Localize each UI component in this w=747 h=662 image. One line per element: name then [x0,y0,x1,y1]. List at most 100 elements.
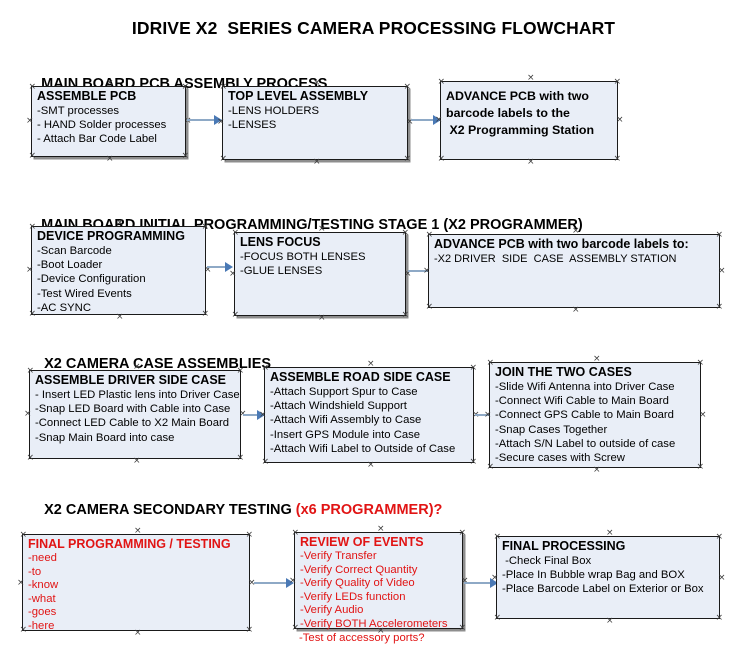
selection-handle[interactable] [718,268,725,275]
process-box-line: -know [28,579,59,592]
arrow-shaft [411,119,434,121]
selection-handle[interactable] [106,156,113,163]
arrow-shaft [475,414,490,416]
process-box-content: REVIEW OF EVENTS -Verify Transfer -Verif… [295,533,462,632]
process-box-title: TOP LEVEL ASSEMBLY [228,89,369,103]
selection-handle[interactable] [367,361,374,368]
process-box-final-programming-testing[interactable]: FINAL PROGRAMMING / TESTING -need -to -k… [22,534,250,634]
process-box-advance-pcb-station[interactable]: ADVANCE PCB with two barcode labels to t… [440,81,618,160]
process-box-assemble-driver-side-case[interactable]: ASSEMBLE DRIVER SIDE CASE - Insert LED P… [29,370,241,459]
process-box-assemble-road-side-case[interactable]: ASSEMBLE ROAD SIDE CASE -Attach Support … [264,367,474,463]
process-box-line: -Place In Bubble wrap Bag and BOX [502,569,685,582]
process-box-line: -Test Wired Events [37,287,132,300]
selection-handle[interactable] [616,117,623,124]
process-box-line: - Insert LED Plastic lens into Driver Ca… [35,389,240,401]
process-box-device-programming[interactable]: DEVICE PROGRAMMING -Scan Barcode -Boot L… [31,226,206,315]
arrow-shaft [254,582,287,584]
process-box-top-level-assembly[interactable]: TOP LEVEL ASSEMBLY -LENS HOLDERS -LENSES [222,86,408,160]
selection-handle[interactable] [593,356,600,363]
selection-handle[interactable] [606,530,613,537]
selection-handle[interactable] [716,615,723,622]
process-box-line: -X2 DRIVER SIDE CASE ASSEMBLY STATION [434,253,677,265]
process-box-title: FINAL PROCESSING [502,539,626,553]
arrow-head-icon [214,115,222,125]
process-box-content: ASSEMBLE DRIVER SIDE CASE - Insert LED P… [30,371,240,445]
section-heading-4-text: X2 CAMERA SECONDARY TESTING [44,502,296,518]
selection-handle[interactable] [426,304,433,311]
process-box-title: ASSEMBLE DRIVER SIDE CASE [35,373,227,387]
connector-arrow [411,115,441,125]
selection-handle[interactable] [220,156,227,163]
process-box-content: LENS FOCUS -FOCUS BOTH LENSES -GLUE LENS… [235,233,405,278]
process-box-line: -Slide Wifi Antenna into Driver Case [495,381,675,393]
selection-handle[interactable] [494,615,501,622]
selection-handle[interactable] [182,153,189,160]
process-box-line: -Connect Wifi Cable to Main Board [495,395,669,408]
selection-handle[interactable] [716,304,723,311]
process-box-content: FINAL PROCESSING -Check Final Box -Place… [497,537,719,597]
selection-handle[interactable] [572,307,579,314]
selection-handle[interactable] [237,455,244,462]
process-box-advance-pcb-driver-side[interactable]: ADVANCE PCB with two barcode labels to: … [428,234,720,308]
selection-handle[interactable] [367,462,374,469]
process-box-content: DEVICE PROGRAMMING -Scan Barcode -Boot L… [32,227,205,315]
process-box-line: -Snap LED Board with Cable into Case [35,403,231,416]
process-box-final-processing[interactable]: FINAL PROCESSING -Check Final Box -Place… [496,536,720,619]
selection-handle[interactable] [27,455,34,462]
selection-handle[interactable] [29,153,36,160]
process-box-line: -Verify Correct Quantity [300,563,418,576]
process-box-title: FINAL PROGRAMMING / TESTING [28,537,231,551]
section-heading-3: X2 CAMERA CASE ASSEMBLIES [28,340,271,388]
process-box-title: ASSEMBLE PCB [37,89,137,103]
process-box-line: -Connect LED Cable to X2 Main Board [35,417,230,430]
selection-handle[interactable] [313,159,320,166]
selection-handle[interactable] [718,575,725,582]
selection-handle[interactable] [527,159,534,166]
selection-handle[interactable] [470,459,477,466]
selection-handle[interactable] [614,156,621,163]
process-box-line: -Attach Support Spur to Case [270,386,418,398]
connector-arrow [243,410,265,420]
selection-handle[interactable] [404,156,411,163]
connector-arrow [464,578,498,588]
process-box-overflow-line: -Test of accessory ports? [299,632,425,644]
connector-arrow [187,115,222,125]
process-box-content: ADVANCE PCB with two barcode labels to: … [429,235,719,266]
selection-handle[interactable] [438,156,445,163]
process-box-content: FINAL PROGRAMMING / TESTING -need -to -k… [23,535,249,634]
process-box-content: ASSEMBLE ROAD SIDE CASE -Attach Support … [265,368,473,456]
process-box-line: -to [28,565,42,578]
process-box-line: -Insert GPS Module into Case [270,428,421,441]
process-box-line: -Connect GPS Cable to Main Board [495,409,674,422]
process-box-line: - HAND Solder processes [37,119,167,132]
process-box-lens-focus[interactable]: LENS FOCUS -FOCUS BOTH LENSES -GLUE LENS… [234,232,406,316]
process-box-paragraph-line: ADVANCE PCB with two [446,89,589,103]
process-box-join-the-two-cases[interactable]: JOIN THE TWO CASES -Slide Wifi Antenna i… [489,362,701,468]
selection-handle[interactable] [133,458,140,465]
process-box-content: ADVANCE PCB with two barcode labels to t… [441,82,617,139]
process-box-review-of-events[interactable]: REVIEW OF EVENTS -Verify Transfer -Verif… [294,532,463,644]
arrow-head-icon [257,410,265,420]
selection-handle[interactable] [606,618,613,625]
process-box-line: -AC SYNC [37,301,91,314]
selection-handle[interactable] [318,315,325,322]
process-box-content: JOIN THE TWO CASES -Slide Wifi Antenna i… [490,363,700,465]
arrow-head-icon [286,578,294,588]
selection-handle[interactable] [116,314,123,321]
process-box-line: -Attach S/N Label to outside of case [495,437,676,450]
selection-handle[interactable] [593,467,600,474]
selection-handle[interactable] [699,412,706,419]
section-heading-4-accent: (x6 PROGRAMMER)? [295,502,443,518]
selection-handle[interactable] [402,312,409,319]
process-box-line: -Attach Windshield Support [270,400,407,413]
selection-handle[interactable] [262,459,269,466]
selection-handle[interactable] [527,75,534,82]
process-box-line: -Boot Loader [37,259,103,272]
arrow-shaft [207,266,226,268]
page-title: IDRIVE X2 SERIES CAMERA PROCESSING FLOWC… [131,18,616,38]
process-box-line: -Snap Main Board into case [35,431,175,444]
process-box-assemble-pcb[interactable]: ASSEMBLE PCB -SMT processes - HAND Solde… [31,86,186,157]
selection-handle[interactable] [232,312,239,319]
process-box-title: LENS FOCUS [240,235,321,249]
